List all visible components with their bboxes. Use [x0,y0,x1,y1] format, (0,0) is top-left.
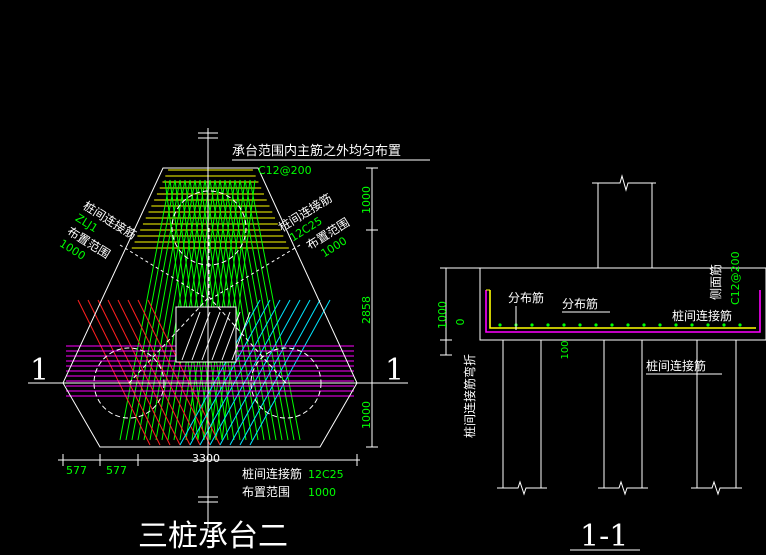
hatch-line [211,311,231,361]
left-label-group: 桩间连接筋 ZLJ1 布置范围 1000 [57,198,139,263]
sec-pile-right [691,340,742,496]
sec-label-cemian: 侧面筋 [708,264,723,300]
hatch-line [219,299,301,446]
rebar-dot [674,323,678,327]
bottom-label-1: 桩间连接筋 [242,466,302,481]
hatch-line [224,179,271,441]
hatch-line [143,179,191,441]
dim-mid-text: 2858 [360,296,373,324]
sec-dim-zero: 0 [454,319,467,326]
hatch-line [117,299,191,446]
sec-column-break [592,174,656,192]
hatch-line [221,311,241,361]
hatch-line [221,179,256,441]
rebar-dot [658,323,662,327]
sec-rebar-magenta [485,290,761,333]
rebar-dot [562,323,566,327]
sec-label-cemian-val: C12@200 [729,251,742,305]
hatch-line [107,299,181,446]
hatch-line [234,179,283,441]
dim-bot-text: 1000 [360,401,373,429]
column-outline [175,306,237,363]
rebar-dot [706,323,710,327]
hatch-line [231,311,251,361]
rebar-dot [722,323,726,327]
connecting-bar-hatch-red [77,299,221,446]
sec-pile-mid [598,340,648,496]
hatch-line [137,299,211,446]
hatch-line [87,299,161,446]
column-hatch [181,311,251,361]
hatch-line [229,299,311,446]
hatch-line [97,299,171,446]
sec-label-wanzhe: 桩间连接筋弯折 [462,354,477,438]
hatch-line [199,299,281,446]
rebar-dot [626,323,630,327]
rebar-dot [594,323,598,327]
bottom-label-3: 布置范围 [242,485,290,499]
dim-width-text: 3300 [192,452,220,465]
sec-label-fenbu2: 分布筋 [562,296,598,311]
hatch-line [201,311,221,361]
connecting-bar-hatch-magenta [66,345,354,397]
sec-rebar-yellow [489,290,756,329]
rebar-dot [578,323,582,327]
sec-pile-left [497,340,547,496]
note-top-value: C12@200 [258,164,312,177]
section-mark-left: 1 [30,353,49,388]
rebar-dot [498,323,502,327]
hatch-line [179,299,261,446]
hatch-line [125,179,176,441]
centerline-right [208,296,287,384]
hatch-line [189,299,271,446]
dim-b1-text: 577 [66,464,87,477]
rebar-dot [642,323,646,327]
rebar-dot [738,323,742,327]
hatch-line [209,299,291,446]
centerline-left [128,296,210,384]
hatch-line [181,311,201,361]
right-label-group: 桩间连接筋 12C25 布置范围 1000 [276,190,352,260]
connecting-bar-hatch-cyan [179,299,331,446]
bottom-label-4: 1000 [308,486,336,499]
hatch-line [191,311,211,361]
note-top: 承台范围内主筋之外均匀布置 [232,143,401,159]
hatch-line [229,179,277,441]
rebar-dot [530,323,534,327]
sec-dim-100: 100 [560,340,571,359]
hatch-line [239,299,321,446]
rebar-dot [610,323,614,327]
dim-top-text: 1000 [360,186,373,214]
section-title: 1-1 [580,519,628,554]
rebar-dot [546,323,550,327]
bottom-label-2: 12C25 [308,468,344,481]
sec-cap-outline [479,267,766,341]
guide-right-band [208,244,301,301]
hatch-line [149,179,196,441]
hatch-line [244,179,295,441]
hatch-line [249,299,331,446]
rebar-dot [690,323,694,327]
sec-label-lianjie2: 桩间连接筋 [646,358,706,373]
sec-label-lianjie1: 桩间连接筋 [672,308,732,323]
plan-title: 三桩承台二 [138,519,288,554]
hatch-line [127,299,201,446]
dim-b2-text: 577 [106,464,127,477]
sec-dim-h: 1000 [436,301,449,329]
sec-label-fenbu1: 分布筋 [508,290,544,305]
hatch-line [119,179,171,441]
section-mark-right: 1 [385,353,404,388]
sec-distribution-bars [498,323,742,327]
